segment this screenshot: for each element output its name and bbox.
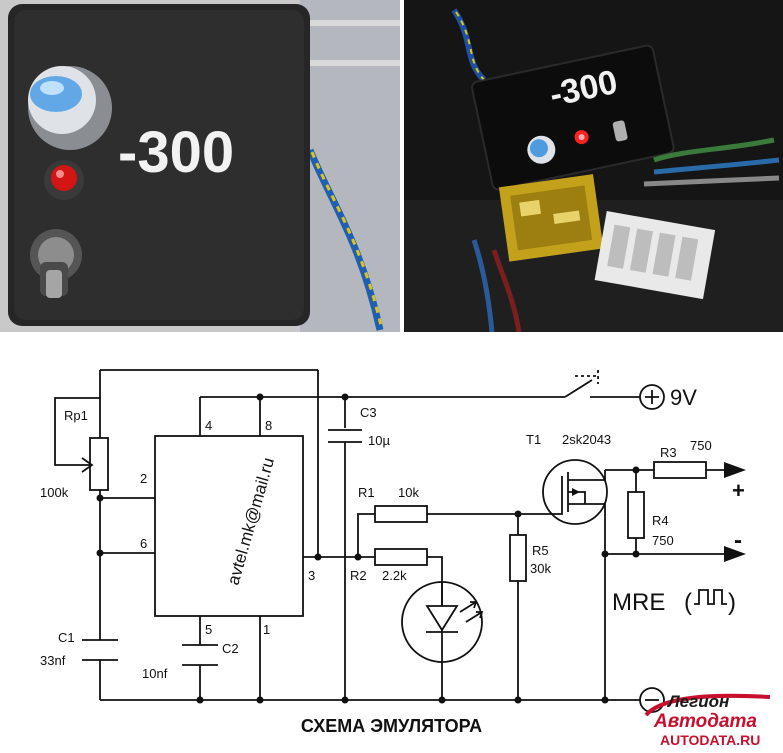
device-photo-installed: -300 (404, 0, 783, 332)
r3-value: 750 (690, 438, 712, 453)
rp1-resistor (89, 437, 109, 491)
ic-author-email: avtel.mk@mail.ru (224, 455, 279, 587)
ic-pin-3: 3 (308, 568, 315, 583)
r1-resistor (374, 505, 428, 523)
c2-label: C2 (222, 641, 239, 656)
r5-label: R5 (532, 543, 549, 558)
minus-output-arrow (724, 546, 746, 562)
emulator-schematic: 9V Rp1 100k C1 33nf 2 6 4 8 3 5 1 avtel.… (40, 369, 746, 713)
r3-label: R3 (660, 445, 677, 460)
ic-pin-1: 1 (263, 622, 270, 637)
minus-output-label: - (734, 527, 742, 554)
ic-pin-4: 4 (205, 418, 212, 433)
svg-text:Легион: Легион (666, 692, 729, 711)
legion-autodata-logo: Легион Автодата AUTODATA.RU (644, 692, 771, 748)
r2-resistor (374, 548, 428, 566)
plus-output-label: + (732, 478, 745, 503)
timer-ic (154, 435, 304, 617)
r4-resistor (627, 491, 645, 539)
rp1-value: 100k (40, 485, 69, 500)
r5-value: 30k (530, 561, 551, 576)
r2-label: R2 (350, 568, 367, 583)
mre-label: MRE (612, 589, 665, 616)
ic-pin-5: 5 (205, 622, 212, 637)
c1-label: C1 (58, 630, 75, 645)
device-photo-closeup: -300 (0, 0, 400, 332)
r2-value: 2.2k (382, 568, 407, 583)
plus-output-arrow (724, 462, 746, 478)
r1-label: R1 (358, 485, 375, 500)
r5-resistor (509, 534, 527, 582)
r3-resistor (653, 461, 707, 479)
r4-label: R4 (652, 513, 669, 528)
supply-voltage-label: 9V (670, 385, 697, 410)
c3-value: 10µ (368, 433, 390, 448)
mosfet-t1 (542, 459, 608, 525)
ic-pin-2: 2 (140, 471, 147, 486)
device-marking: -300 (118, 120, 234, 185)
t1-value: 2sk2043 (562, 432, 611, 447)
svg-text:AUTODATA.RU: AUTODATA.RU (660, 732, 760, 748)
schematic-caption: СХЕМА ЭМУЛЯТОРА (300, 716, 483, 736)
c2-value: 10nf (142, 666, 168, 681)
square-wave-icon (694, 589, 727, 605)
mre-bracket-close-icon: ) (728, 589, 736, 616)
t1-label: T1 (526, 432, 541, 447)
svg-text:Автодата: Автодата (653, 711, 757, 732)
rp1-label: Rp1 (64, 408, 88, 423)
c3-label: C3 (360, 405, 377, 420)
mre-bracket-open-icon: ( (684, 589, 692, 616)
ic-pin-6: 6 (140, 536, 147, 551)
r4-value: 750 (652, 533, 674, 548)
ic-pin-8: 8 (265, 418, 272, 433)
c1-value: 33nf (40, 653, 66, 668)
supply-terminal-icon (639, 384, 665, 410)
r1-value: 10k (398, 485, 419, 500)
